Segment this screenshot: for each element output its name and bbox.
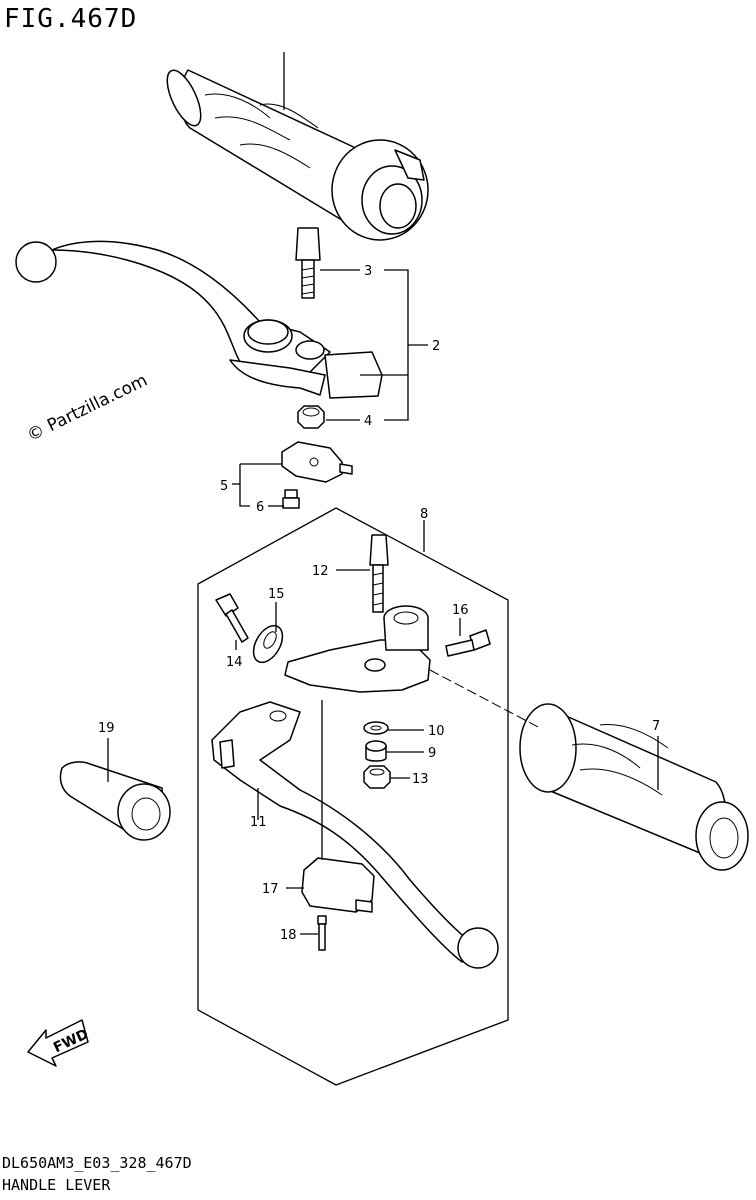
callout-13[interactable]: 13: [412, 772, 429, 787]
front-brake-lever-part[interactable]: [15, 240, 383, 399]
bolt-part-3[interactable]: [295, 227, 321, 299]
callout-11[interactable]: 11: [250, 815, 267, 830]
bolt-part-12[interactable]: [369, 534, 389, 613]
callout-12[interactable]: 12: [312, 564, 329, 579]
callout-7[interactable]: 7: [652, 719, 660, 734]
clutch-bracket-part[interactable]: [284, 605, 431, 693]
callout-15[interactable]: 15: [268, 587, 285, 602]
bolt-part-14[interactable]: [215, 593, 249, 643]
nut-part-4[interactable]: [297, 405, 325, 429]
callout-6[interactable]: 6: [256, 500, 264, 515]
callout-9[interactable]: 9: [428, 746, 436, 761]
throttle-grip-part[interactable]: [160, 66, 429, 241]
diagram-name: HANDLE LEVER: [2, 1176, 111, 1194]
callout-16[interactable]: 16: [452, 603, 469, 618]
callout-17[interactable]: 17: [262, 882, 279, 897]
callout-14[interactable]: 14: [226, 655, 243, 670]
clutch-kit-boundary: [197, 507, 509, 1086]
figure-title: FIG.467D: [4, 4, 138, 34]
grip-end-part[interactable]: [59, 761, 171, 841]
nut-part-13[interactable]: [363, 765, 391, 789]
callout-10[interactable]: 10: [428, 724, 445, 739]
callout-4[interactable]: 4: [364, 414, 372, 429]
callout-labels: 3 2 4 5 6 8 12 15 16 14 19 7 10 9 13 11 …: [98, 264, 660, 943]
callout-3[interactable]: 3: [364, 264, 372, 279]
screw-part-18[interactable]: [317, 915, 327, 951]
callout-5[interactable]: 5: [220, 479, 228, 494]
washer-part-10[interactable]: [363, 721, 389, 735]
screw-part-6[interactable]: [282, 489, 300, 509]
diagram-code: DL650AM3_E03_328_467D: [2, 1154, 192, 1172]
callout-8[interactable]: 8: [420, 507, 428, 522]
fwd-arrow-icon: FWD: [27, 1019, 91, 1067]
leader-lines-upper: [232, 52, 428, 507]
callout-18[interactable]: 18: [280, 928, 297, 943]
clutch-lever-part[interactable]: [211, 701, 499, 969]
left-grip-part[interactable]: [519, 703, 749, 871]
leader-lines-kit: [107, 569, 659, 935]
bolt-part-16[interactable]: [445, 629, 491, 657]
callout-2[interactable]: 2: [432, 339, 440, 354]
callout-19[interactable]: 19: [98, 721, 115, 736]
clutch-switch-part-17[interactable]: [301, 857, 375, 913]
brake-switch-part[interactable]: [281, 441, 353, 483]
washer-part-15[interactable]: [248, 621, 289, 668]
bushing-part-9[interactable]: [365, 740, 387, 762]
